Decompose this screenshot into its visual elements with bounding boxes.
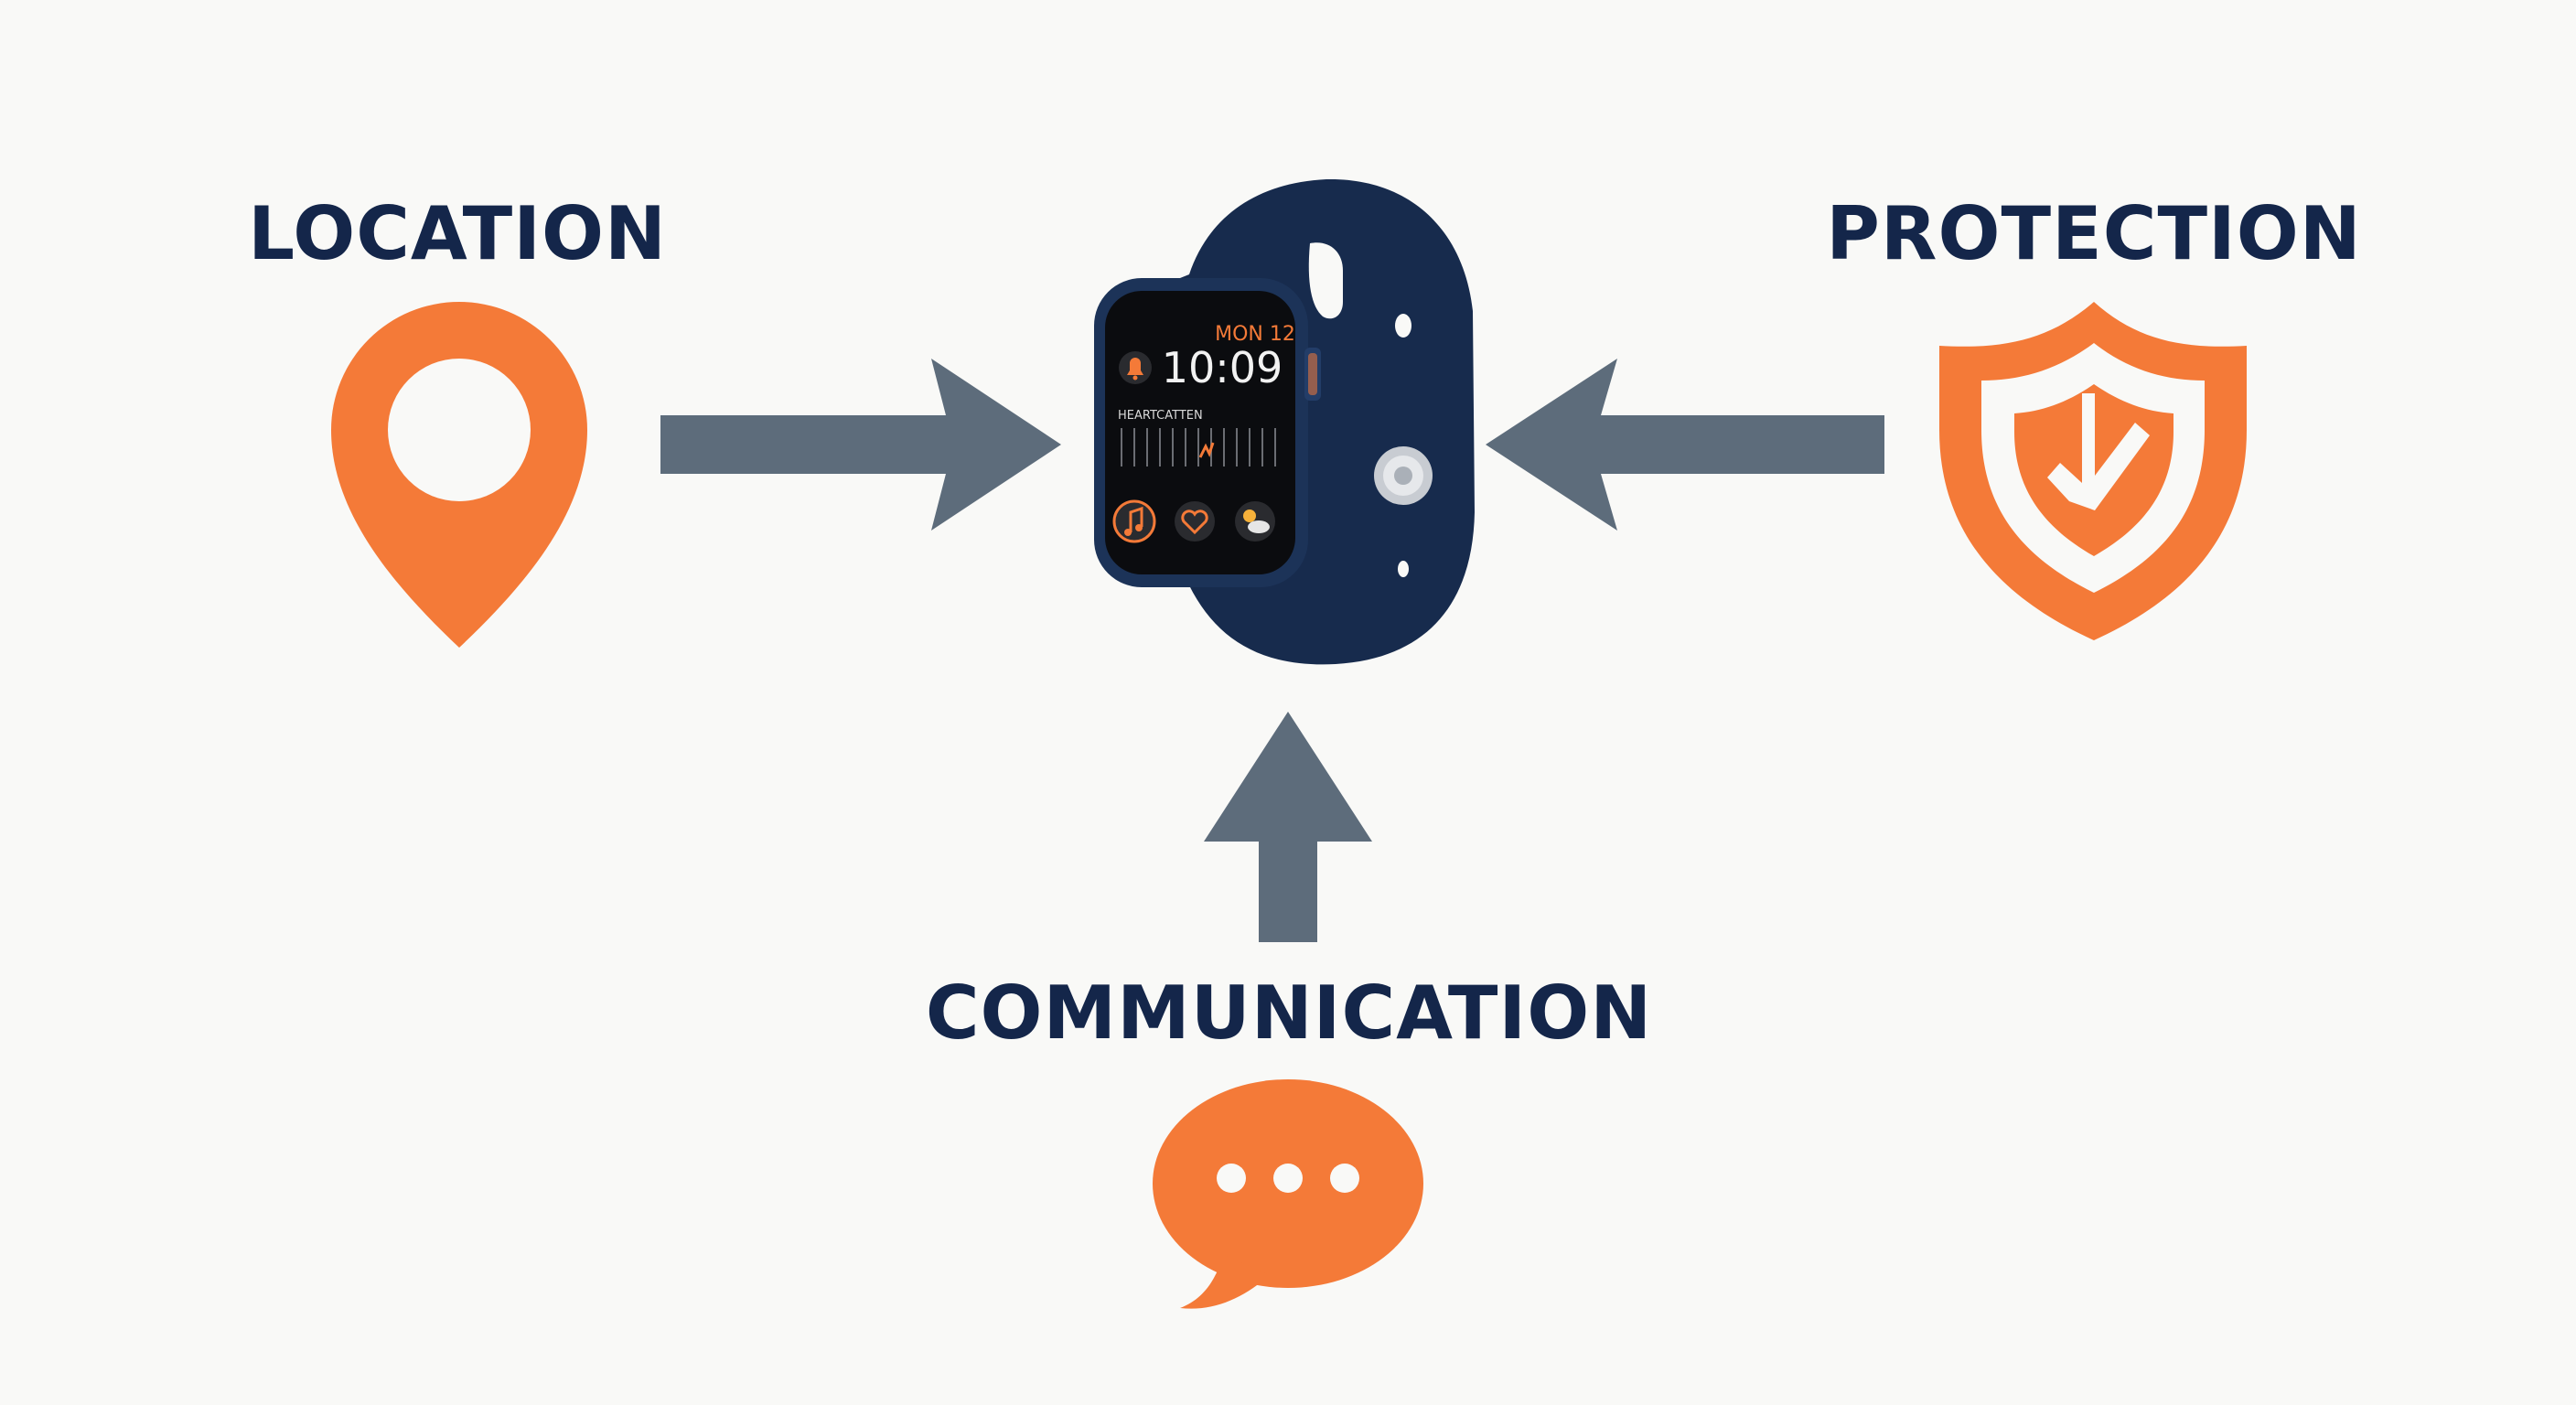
bell-icon: [1119, 351, 1152, 384]
watch-date: MON 12: [1215, 323, 1295, 346]
watch-widget-label: HEARTCATTEN: [1118, 409, 1203, 423]
arrow-location-to-watch: [660, 359, 1061, 531]
smartwatch: MON 12 10:09 HEARTCATTEN: [1094, 178, 1475, 665]
heart-rate-graph: [1121, 428, 1276, 467]
arrow-communication-to-watch: [1204, 712, 1372, 942]
heart-icon: [1175, 501, 1215, 542]
chat-bubble-icon: [1153, 1079, 1423, 1309]
shield-check-icon: [1939, 302, 2247, 640]
communication-label: COMMUNICATION: [925, 971, 1653, 1056]
map-pin-icon: [331, 302, 587, 648]
location-label: LOCATION: [248, 191, 667, 276]
protection-label: PROTECTION: [1826, 191, 2362, 276]
weather-icon: [1235, 501, 1275, 542]
music-note-icon: [1112, 499, 1156, 543]
arrow-protection-to-watch: [1486, 359, 1884, 531]
watch-time: 10:09: [1162, 343, 1283, 392]
